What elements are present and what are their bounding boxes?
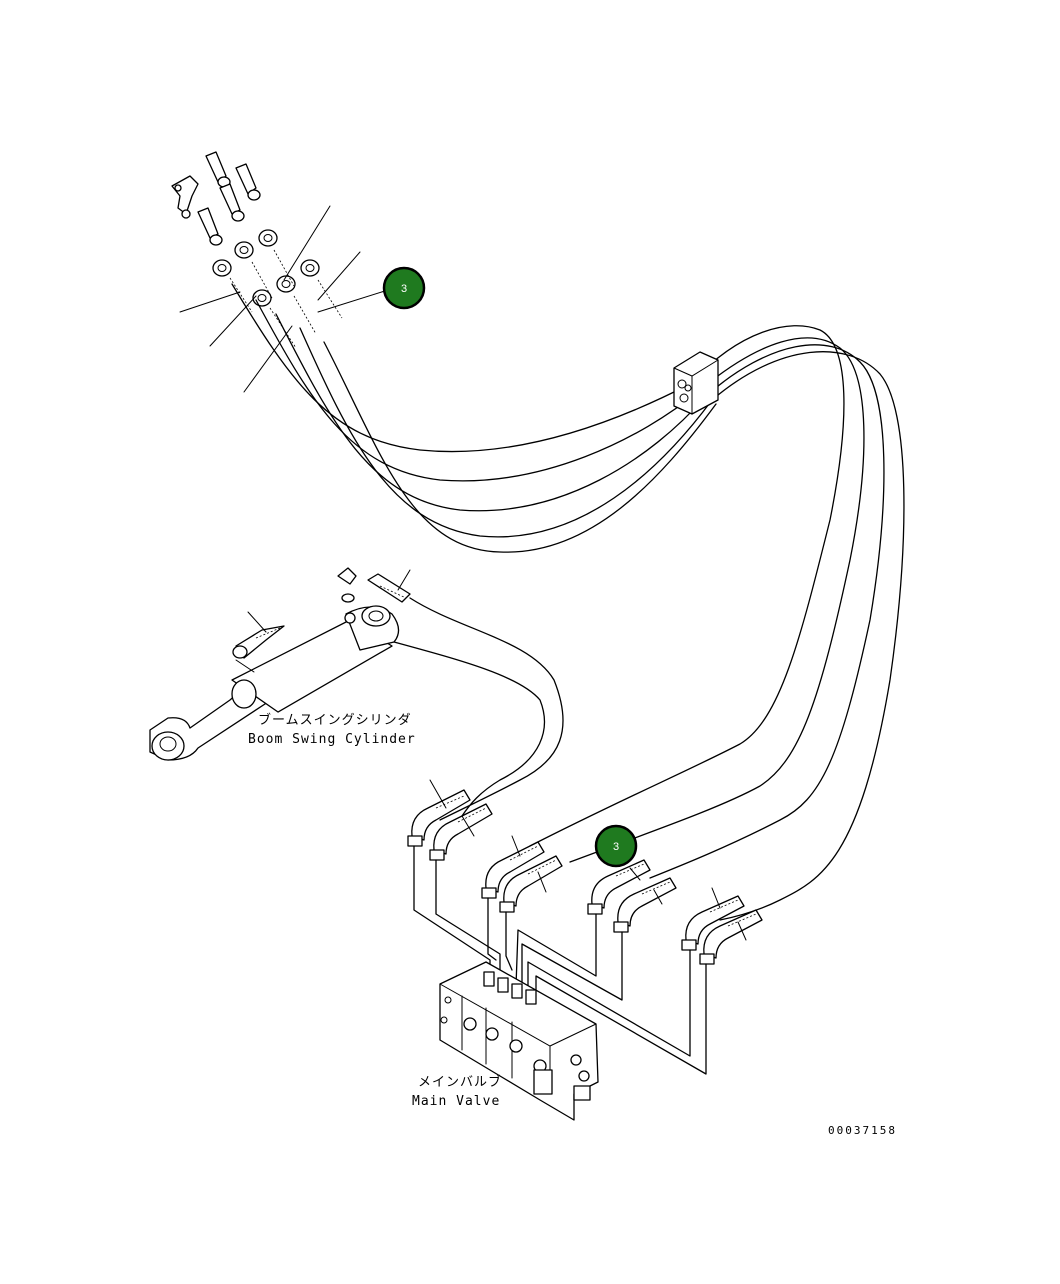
hose-clamp-block	[673, 351, 719, 415]
bolt	[219, 183, 245, 222]
main-valve-label-en: Main Valve	[412, 1094, 500, 1109]
leader-lines-upper	[179, 205, 389, 393]
hose-bundle	[231, 283, 905, 921]
hose-end-fitting	[212, 259, 232, 277]
clamp-bracket	[171, 175, 199, 219]
hose-fitting	[232, 625, 285, 659]
callout-number: 3	[401, 283, 407, 295]
cylinder-hoses	[393, 597, 564, 821]
main-valve-label-jp: メインバルブ	[418, 1074, 502, 1090]
hose-end-fitting	[258, 229, 278, 247]
drawing-number: 00037158	[828, 1124, 897, 1137]
callout-marker[interactable]: 3	[382, 266, 426, 310]
hose-end-fitting	[276, 275, 296, 293]
boom-swing-cylinder-label-jp: ブームスイングシリンダ	[258, 712, 412, 728]
callout-number: 3	[613, 841, 619, 853]
upper-fittings-cluster	[171, 151, 343, 349]
leader-lines-lower	[429, 779, 747, 941]
valve-tubes	[413, 845, 707, 1075]
boom-swing-cylinder-label-en: Boom Swing Cylinder	[248, 732, 416, 747]
hose-end-fitting	[234, 241, 254, 259]
lower-fittings	[407, 789, 763, 965]
hose-fitting	[367, 573, 411, 603]
elbow-fitting	[337, 567, 357, 603]
callout-marker[interactable]: 3	[594, 824, 638, 868]
hose-end-fitting	[252, 289, 272, 307]
bolt	[197, 207, 223, 246]
main-valve	[439, 961, 599, 1121]
bolt	[235, 163, 261, 201]
boom-swing-cylinder	[149, 567, 411, 761]
bolt	[205, 151, 231, 188]
hose-end-fitting	[300, 259, 320, 277]
